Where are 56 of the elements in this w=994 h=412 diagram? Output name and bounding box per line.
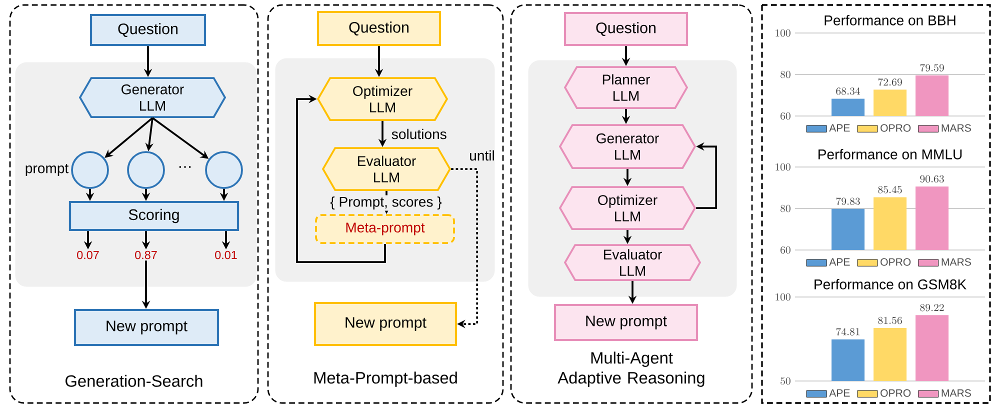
legend-label: MARS xyxy=(942,258,971,266)
agent-hexagon: Optimizer LLM xyxy=(316,77,448,121)
data-label: 79.83 xyxy=(836,198,860,205)
node-label: prompt xyxy=(26,164,69,176)
legend-label: MARS xyxy=(942,389,971,397)
prompt-circle xyxy=(127,151,165,189)
edge-label: { Prompt, scores } xyxy=(326,195,446,211)
legend-label: APE xyxy=(829,389,850,397)
chart-title: Performance on GSM8K xyxy=(814,279,966,290)
process-box: Question xyxy=(564,12,688,46)
data-label: 90.63 xyxy=(920,175,944,183)
edge-label: until xyxy=(470,150,494,161)
y-tick-label: 60 xyxy=(780,246,790,254)
y-tick-label: 100 xyxy=(776,293,790,301)
y-tick-label: 60 xyxy=(780,112,790,120)
data-label: 81 .56 xyxy=(878,316,902,324)
y-tick-label: 80 xyxy=(780,70,790,78)
legend-label: APE xyxy=(829,258,850,266)
edge-label: solutions xyxy=(392,128,446,140)
data-label: 89.22 xyxy=(920,304,944,312)
data-label: 68.34 xyxy=(836,87,860,95)
agent-hexagon: Optimizer LLM xyxy=(558,186,696,230)
agent-hexagon: Generator LLM xyxy=(558,124,696,169)
y-tick-label: 100 xyxy=(776,163,790,171)
agent-hexagon: Generator LLM xyxy=(78,77,226,118)
arrow xyxy=(451,168,478,328)
process-box: New prompt xyxy=(554,304,698,342)
y-tick-label: 80 xyxy=(780,204,790,212)
arrow xyxy=(296,94,386,263)
score-value: 0.01 xyxy=(215,250,237,260)
legend-label: OPRO xyxy=(880,258,911,266)
legend-label: MARS xyxy=(942,124,971,132)
data-label: 74.81 xyxy=(836,328,860,336)
agent-hexagon: Evaluator LLM xyxy=(322,147,452,191)
process-box: New prompt xyxy=(314,302,458,346)
agent-hexagon: Planner LLM xyxy=(564,66,688,109)
process-box: Scoring xyxy=(68,200,240,232)
legend-label: APE xyxy=(829,124,850,132)
legend-label: OPRO xyxy=(880,389,911,397)
ellipsis: … xyxy=(179,166,191,168)
y-tick-label: 50 xyxy=(780,377,790,385)
chart-title: Performance on BBH xyxy=(824,15,956,26)
score-value: 0.07 xyxy=(77,250,99,260)
meta-prompt-box: Meta-prompt xyxy=(315,214,455,244)
process-box: Question xyxy=(316,10,442,46)
process-box: Question xyxy=(90,14,206,46)
data-label: 79.59 xyxy=(920,64,944,72)
agent-hexagon: Evaluator LLM xyxy=(564,244,702,281)
data-label: 72.69 xyxy=(878,78,902,86)
prompt-circle xyxy=(205,151,243,189)
process-box: New prompt xyxy=(74,308,220,346)
y-tick-label: 100 xyxy=(776,29,790,37)
legend-label: OPRO xyxy=(880,124,911,132)
chart-title: Performance on MMLU xyxy=(818,149,962,160)
score-value: 0.87 xyxy=(135,250,157,260)
data-label: 85.45 xyxy=(878,186,902,194)
